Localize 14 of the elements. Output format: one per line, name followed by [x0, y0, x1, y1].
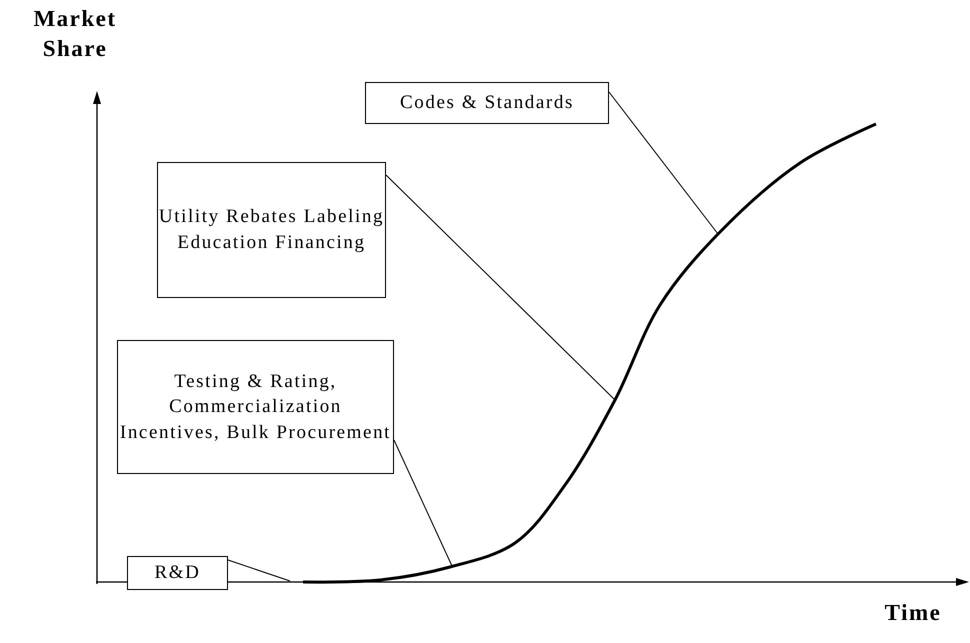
leader-line [608, 92, 718, 234]
box-text: Utility Rebates Labeling Education Financing [158, 205, 385, 255]
text-box [117, 340, 394, 474]
leader-line [228, 560, 290, 582]
box-text: Codes & Standards [400, 91, 574, 116]
text-box [365, 82, 609, 124]
axis-label: Market Share [32, 5, 118, 63]
text-box [127, 556, 228, 590]
leader-line [394, 440, 452, 566]
text-box [157, 162, 386, 298]
leader-line [386, 174, 616, 400]
axis-label: Time [884, 599, 942, 627]
box-text: Testing & Rating, Commercialization Incentives, Bulk Procurement [118, 370, 392, 445]
box-text: R&D [154, 561, 200, 586]
